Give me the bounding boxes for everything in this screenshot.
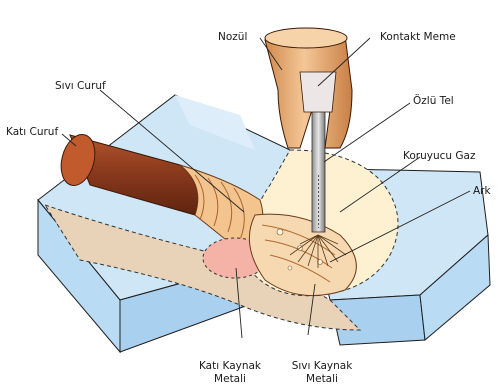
label-liquid-weld-metal-line1: Sıvı Kaynak: [282, 360, 362, 373]
label-solid-weld-metal-line1: Katı Kaynak: [190, 360, 270, 373]
label-liquid-slag: Sıvı Curuf: [55, 80, 106, 93]
label-solid-slag: Katı Curuf: [6, 126, 58, 139]
label-contact-tip: Kontakt Meme: [380, 31, 456, 44]
label-liquid-weld-metal: Sıvı Kaynak Metali: [282, 360, 362, 386]
label-liquid-weld-metal-line2: Metali: [282, 373, 362, 386]
label-shielding-gas: Koruyucu Gaz: [403, 150, 475, 163]
contact-tip: [300, 72, 336, 112]
label-solid-weld-metal-line2: Metali: [190, 373, 270, 386]
label-flux-cored-wire: Özlü Tel: [413, 95, 454, 108]
label-nozzle: Nozül: [218, 31, 247, 44]
nozzle: [265, 28, 352, 148]
flux-cored-wire: [312, 92, 325, 232]
label-arc: Ark: [473, 185, 491, 198]
label-solid-weld-metal: Katı Kaynak Metali: [190, 360, 270, 386]
